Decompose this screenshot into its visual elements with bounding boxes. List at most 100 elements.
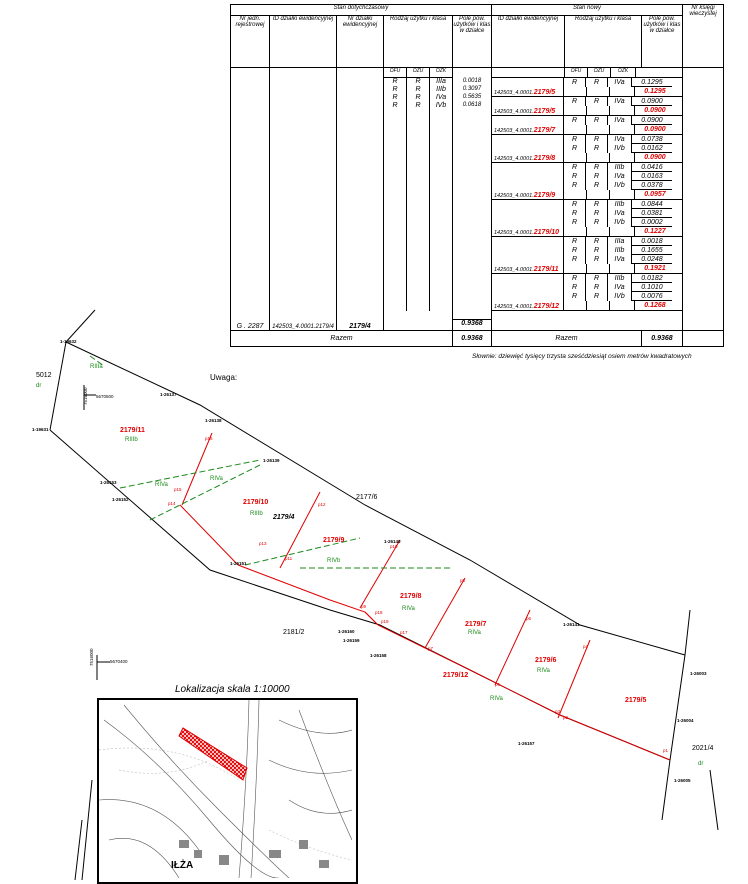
parcel-total	[587, 227, 610, 236]
old-ozu-head: OZU	[407, 68, 430, 77]
new-value: 0.0378	[632, 181, 672, 190]
grid-label: 7516000	[83, 387, 88, 405]
new-value: R	[564, 209, 586, 218]
point-p-label: p14	[168, 501, 176, 506]
point-label: 1-26138	[205, 418, 222, 423]
new-value: R	[564, 283, 586, 292]
point-label: 1-19631	[32, 427, 49, 432]
old-value: IVa	[435, 94, 447, 101]
new-value: R	[586, 135, 608, 144]
razem-new: 0.9368	[641, 330, 683, 347]
col-pole-new: Pole pow. użytków i klas w działce	[641, 15, 683, 68]
old-value: 0.3097	[462, 86, 482, 92]
point-p-label: p2	[563, 715, 569, 720]
old-value: IIIa	[436, 78, 446, 85]
old-nr: 2179/4	[336, 67, 384, 331]
neighbor-label: dr	[698, 761, 703, 767]
point-label: 1-26157	[518, 741, 535, 746]
new-value: IIIb	[608, 200, 632, 209]
new-value: R	[564, 237, 586, 246]
new-value: R	[586, 255, 608, 264]
parcel-total	[610, 153, 635, 162]
parcel-id-number: 2179/10	[533, 229, 560, 236]
parcel-label: 2179/7	[465, 621, 487, 628]
new-value: IIIb	[608, 274, 632, 283]
old-value: R	[392, 102, 398, 109]
parcel-total	[587, 190, 610, 199]
land-label: RIIIb	[125, 437, 138, 443]
parcel-total: 0.0957	[644, 191, 666, 198]
col-rodzaj-new: Rodzaj użytku i klasa	[564, 15, 642, 68]
parcel-label: 2179/5	[625, 697, 647, 704]
old-value: IVb	[435, 102, 447, 109]
point-label: 1-26151	[230, 561, 247, 566]
new-value: 0.0002	[632, 218, 672, 227]
land-label: RIVa	[402, 606, 416, 612]
point-label: 1-26004	[677, 718, 694, 723]
new-value: 0.1010	[632, 283, 672, 292]
new-value: 0.0381	[632, 209, 672, 218]
new-value: IVb	[608, 218, 632, 227]
parcel-label: 2179/9	[323, 537, 345, 544]
new-value: R	[564, 292, 586, 301]
slownie-text: Słownie: dziewięć tysięcy trzysta sześćd…	[472, 353, 692, 360]
old-value: R	[415, 86, 421, 93]
land-label: RIVa	[210, 476, 224, 482]
parcel-total	[564, 190, 587, 199]
parcel-total	[587, 301, 610, 310]
land-label: RIVa	[155, 482, 169, 488]
new-value: R	[586, 209, 608, 218]
col-ksiega: Nr księgi wieczystej	[682, 4, 724, 68]
parcel-id-prefix: 142503_4.0001.	[494, 128, 534, 134]
old-ozk-head: OZK	[435, 68, 447, 74]
point-p-label: p15	[174, 487, 182, 492]
point-label: 1-26153	[100, 480, 117, 485]
point-p-label: p4	[583, 644, 589, 649]
old-value: R	[392, 94, 398, 101]
new-value: R	[564, 181, 586, 190]
new-value: 0.0900	[632, 97, 672, 106]
new-value: R	[586, 237, 608, 246]
parcel-total	[564, 153, 587, 162]
parcel-total	[587, 87, 610, 96]
new-value: R	[586, 172, 608, 181]
old-ofu-head: OFU	[384, 68, 407, 77]
new-value: R	[586, 200, 608, 209]
point-label: 1-26137	[160, 392, 177, 397]
neighbor-label: 5012	[36, 372, 52, 379]
point-p-label: p10	[390, 544, 398, 549]
landuse-lines	[89, 355, 450, 569]
new-value: 0.0844	[632, 200, 672, 209]
parcel-total: 0.0900	[644, 154, 666, 161]
point-label: 1-26139	[263, 458, 280, 463]
point-p-label: p19	[381, 619, 389, 624]
parcel-total	[564, 301, 587, 310]
old-jedn: G . 2287	[230, 67, 270, 331]
parcel-total: 0.1268	[644, 302, 666, 309]
point-p-label: p18	[375, 610, 383, 615]
point-label: 1-26158	[370, 653, 387, 658]
new-value: R	[564, 144, 586, 153]
new-value: R	[564, 172, 586, 181]
point-label: 1-26152	[112, 497, 129, 502]
new-value: IIIa	[608, 237, 632, 246]
razem-old-label: Razem	[230, 330, 453, 347]
old-id: 142503_4.0001.2179/4	[269, 67, 337, 331]
land-label: RIVa	[490, 696, 504, 702]
parcel-id-prefix: 142503_4.0001.	[494, 109, 534, 115]
new-value: R	[586, 283, 608, 292]
new-value: 0.0076	[632, 292, 672, 301]
parcel-id-prefix: 142503_4.0001.	[494, 304, 534, 310]
neighbor-label: 2021/4	[692, 745, 714, 752]
land-label: RIVa	[537, 668, 551, 674]
new-value: R	[586, 163, 608, 172]
